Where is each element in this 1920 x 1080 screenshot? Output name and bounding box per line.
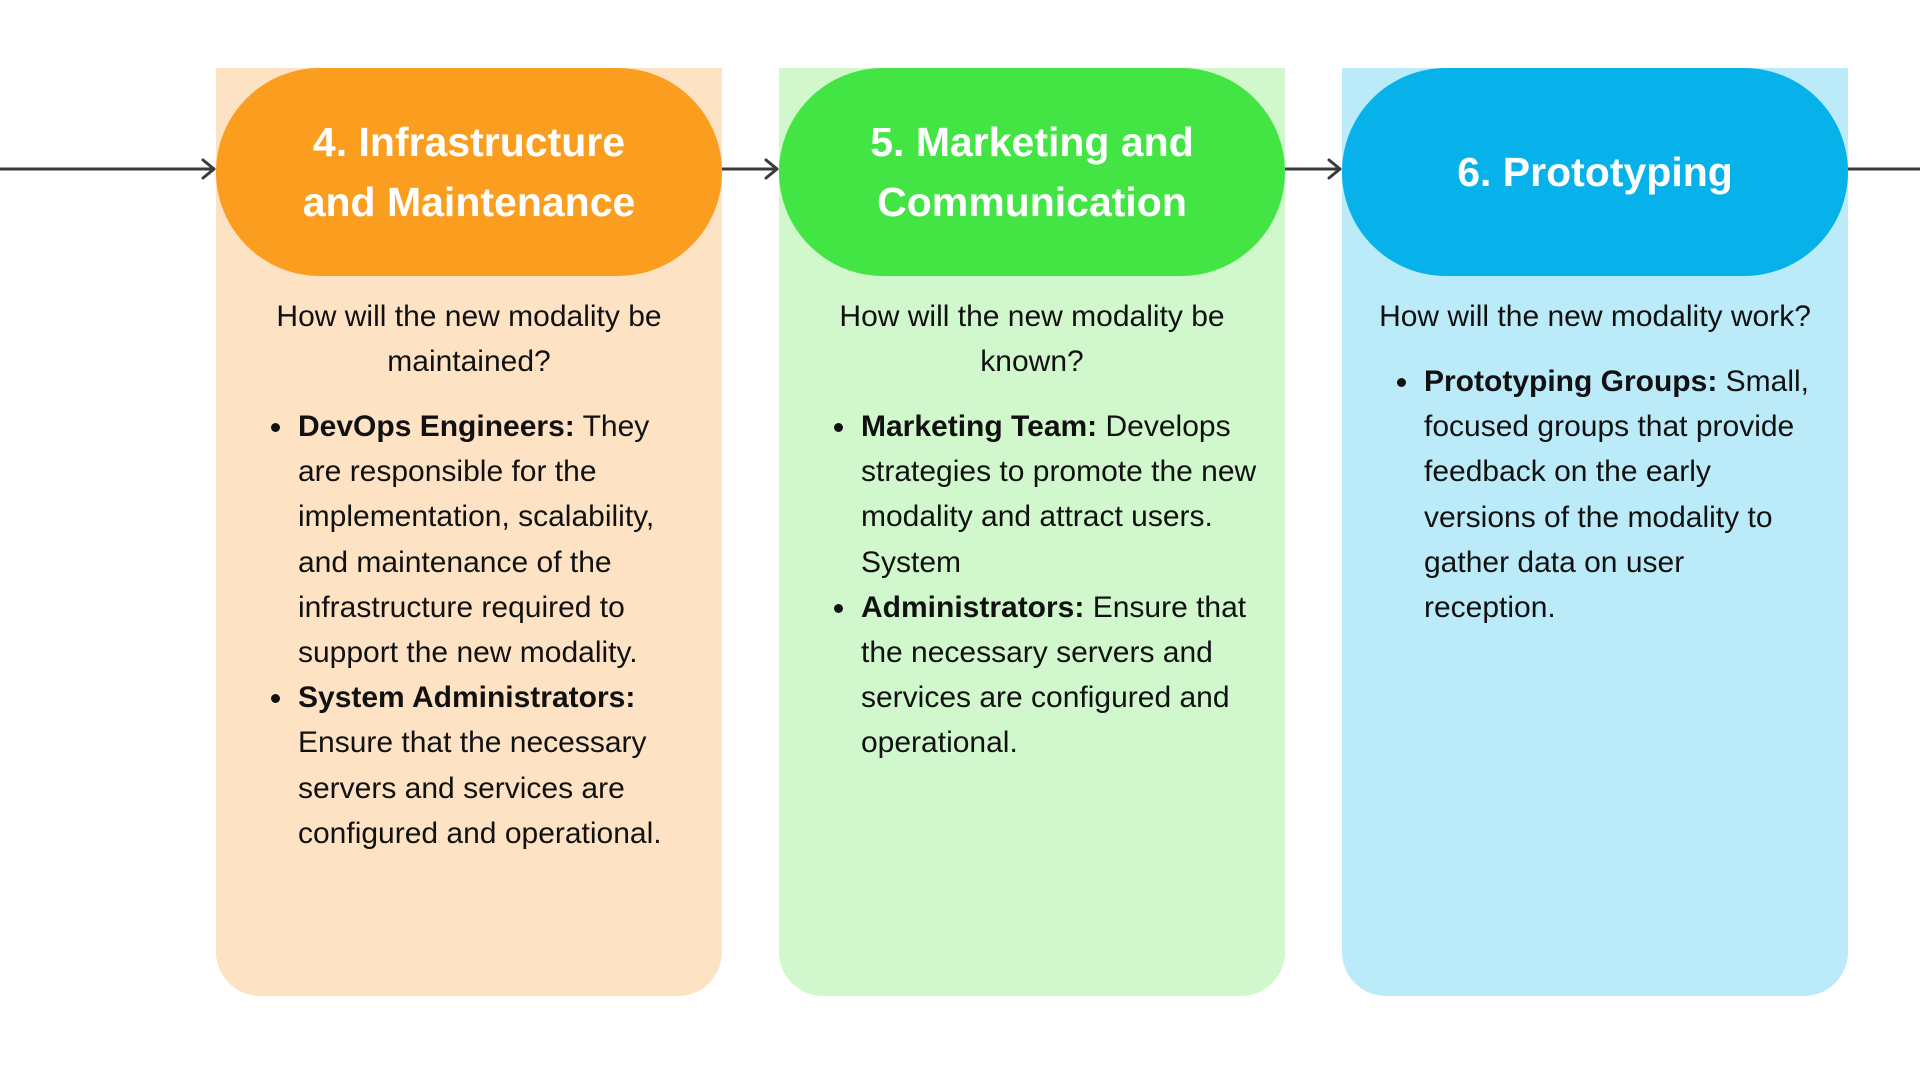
stage-question: How will the new modality be known? [839,300,1225,378]
stage-point-list: DevOps Engineers: They are responsible f… [216,384,722,856]
stage-body: How will the new modality be known? Mark… [779,276,1285,766]
stage-header: 6. Prototyping [1342,68,1848,276]
point-title: Marketing Team: [861,410,1098,443]
point-title: DevOps Engineers: [298,410,575,443]
point-title: Prototyping Groups: [1424,365,1718,398]
stage-point: Administrators: Ensure that the necessar… [834,585,1257,766]
stage-point: DevOps Engineers: They are responsible f… [271,404,694,675]
stage-header: 5. Marketing and Communication [779,68,1285,276]
stage-body: How will the new modality work? Prototyp… [1342,276,1848,630]
stage-card-marketing: 5. Marketing and Communication How will … [779,68,1285,996]
arrowhead-4-to-5 [764,158,779,180]
stage-card-infrastructure: 4. Infrastructure and Maintenance How wi… [216,68,722,996]
stage-question: How will the new modality be maintained? [276,300,662,378]
stage-title: 4. Infrastructure and Maintenance [302,119,636,225]
stage-card-prototyping: 6. Prototyping How will the new modality… [1342,68,1848,996]
stage-question: How will the new modality work? [1379,300,1811,333]
point-title: Administrators: [861,590,1085,624]
stage-body: How will the new modality be maintained?… [216,276,722,856]
stage-point-list: Marketing Team: Develops strategies to p… [779,384,1285,766]
point-title: System Administrators: [298,681,636,715]
point-text: Small, focused groups that provide feedb… [1424,365,1810,625]
stage-point: System Administrators: Ensure that the n… [271,675,694,856]
stage-header: 4. Infrastructure and Maintenance [216,68,722,276]
arrowhead-5-to-6 [1327,158,1342,180]
stage-title: 6. Prototyping [1457,149,1733,195]
arrowhead-incoming [201,158,216,180]
stage-point: Prototyping Groups: Small, focused group… [1397,359,1820,630]
stage-point: Marketing Team: Develops strategies to p… [834,404,1257,585]
stage-title: 5. Marketing and Communication [870,119,1194,225]
stage-point-list: Prototyping Groups: Small, focused group… [1342,339,1848,630]
point-text: Ensure that the necessary servers and se… [861,590,1247,760]
point-text: Develops strategies to promote the new m… [861,410,1257,579]
point-text: Ensure that the necessary servers and se… [298,726,662,850]
point-text: They are responsible for the implementat… [298,410,655,670]
